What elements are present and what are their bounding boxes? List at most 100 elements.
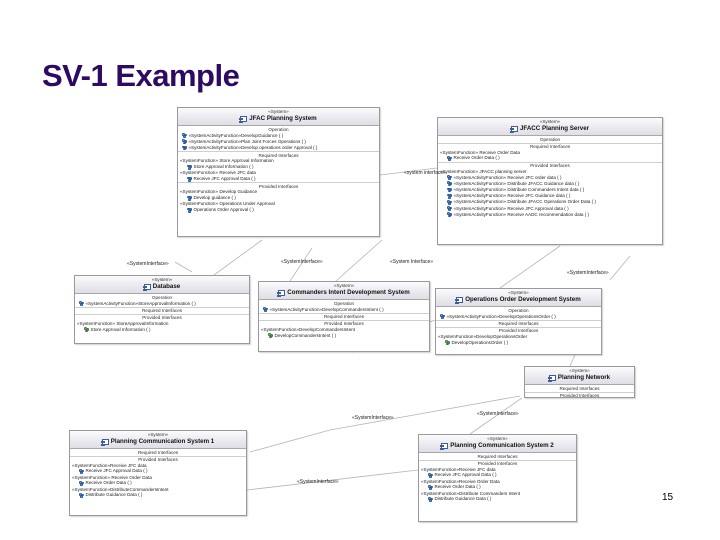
operation-label: «SystemActivityFunction»DevelopCommander… <box>269 306 384 312</box>
interface-line: «SystemFunction» Receive Order Data <box>440 149 520 155</box>
operation-label: «SystemActivityFunction» Distribute Comm… <box>453 186 585 192</box>
operation-icon <box>447 175 452 181</box>
uml-header-planning-communication-system-2: «System»Planning Communication System 2 <box>419 435 576 453</box>
operation-line: «SystemActivityFunction»Develop operatio… <box>178 145 379 151</box>
operation-line: DevelopOperationsOrder ( ) <box>436 340 601 346</box>
connector-line <box>609 255 631 281</box>
connector-stereotype-label: «SystemInterface» <box>477 411 519 417</box>
interface-line: «SystemFunction»DevelopCommandersIntent <box>261 326 355 332</box>
operation-icon <box>84 327 89 333</box>
interface-line: «SystemFunction»Distribute Commanders In… <box>421 490 521 496</box>
uml-name-row: Commanders Intent Development System <box>261 289 427 297</box>
section-label: Provided Interfaces <box>259 319 429 327</box>
operation-line: «SystemActivityFunction» Receive AADC re… <box>438 212 662 218</box>
uml-header-jfac-planning-system: «System»JFAC Planning System <box>178 108 379 126</box>
section-label: Required Interfaces <box>75 306 249 314</box>
operation-line: Store Approval Information ( ) <box>178 164 379 170</box>
uml-component-planning-communication-system-1[interactable]: «System»Planning Communication System 1 R… <box>69 430 247 516</box>
uml-component-name: Database <box>152 283 181 290</box>
uml-component-planning-communication-system-2[interactable]: «System»Planning Communication System 2 R… <box>418 434 577 522</box>
operation-line: Distribute Guidance Data ( ) <box>70 492 246 498</box>
operation-line: «SystemActivityFunction» Receive JFC Gui… <box>438 193 662 199</box>
uml-component-name: Planning Communication System 1 <box>110 438 215 445</box>
uml-header-jfacc-planning-server: «System»JFACC Planning Server <box>438 118 662 136</box>
uml-name-row: Planning Communication System 2 <box>421 442 574 450</box>
uml-header-operations-order-development-system: «System»Operations Order Development Sys… <box>436 289 601 307</box>
interface-line: «SystemFunction» StoreApprovalInformatio… <box>77 320 169 326</box>
uml-header-database: «System»Database <box>75 276 249 294</box>
operation-label: Receive Order Data ( ) <box>453 155 500 161</box>
uml-component-name: Planning Communication System 2 <box>450 442 554 449</box>
operation-line: «SystemActivityFunction» Distribute JFAC… <box>438 199 662 205</box>
uml-component-name: Commanders Intent Development System <box>287 289 410 296</box>
uml-name-row: JFAC Planning System <box>180 115 377 123</box>
operation-line: «SystemActivityFunction»Plan Joint Force… <box>178 139 379 145</box>
operation-line: Receive Order Data ( ) <box>70 480 246 486</box>
operation-line: Develop guidance ( ) <box>178 195 379 201</box>
operation-line: «SystemActivityFunction» Receive JFC App… <box>438 206 662 212</box>
operation-label: «SystemActivityFunction» Receive JFC ord… <box>453 174 562 180</box>
operation-line: Receive JFC Approval Data ( ) <box>419 472 576 478</box>
interface-line: «SystemFunction»Receive Order Data <box>421 478 500 484</box>
uml-body-operations-order-development-system: Operation«SystemActivityFunction»Develop… <box>436 307 601 348</box>
connector-stereotype-label: «SystemInterface» <box>352 415 394 421</box>
operation-label: Distribute Guidance Data ( ) <box>85 492 143 498</box>
component-icon <box>239 116 248 123</box>
uml-component-operations-order-development-system[interactable]: «System»Operations Order Development Sys… <box>435 288 602 355</box>
operation-icon <box>428 485 433 490</box>
operation-label: «SystemActivityFunction» Receive JFC Gui… <box>453 193 571 199</box>
section-label: Operation <box>333 301 355 306</box>
operation-icon <box>428 497 433 502</box>
operation-line: Store Approval Information ( ) <box>75 327 249 333</box>
operation-icon <box>79 493 84 498</box>
operation-label: Receive JFC Approval Data ( ) <box>85 468 148 474</box>
operation-label: Store Approval Information ( ) <box>193 164 254 170</box>
operation-line: «SystemActivityFunction» Receive JFC ord… <box>438 175 662 181</box>
operation-icon <box>447 156 452 161</box>
operation-line: Receive JFC Approval Data ( ) <box>178 176 379 182</box>
interface-line: «SystemFunction»Receive JFC data <box>72 462 147 468</box>
operation-label: Distribute Guidance Data ( ) <box>434 496 492 502</box>
operation-label: «SystemActivityFunction»DevelopGuidance … <box>188 132 284 138</box>
operation-line: DevelopCommandersIntent ( ) <box>259 333 429 339</box>
uml-component-name: JFAC Planning System <box>249 115 317 122</box>
section-label: Operation <box>539 137 561 142</box>
uml-body-jfac-planning-system: Operation«SystemActivityFunction»Develop… <box>178 126 379 216</box>
uml-component-commanders-intent-development-system[interactable]: «System»Commanders Intent Development Sy… <box>258 281 430 352</box>
operation-icon <box>187 176 192 182</box>
uml-body-commanders-intent-development-system: Operation«SystemActivityFunction»Develop… <box>259 300 429 341</box>
operation-line: «SystemActivityFunction»DevelopOperation… <box>436 314 601 320</box>
operation-icon <box>440 314 445 320</box>
operation-label: Store Approval Information ( ) <box>90 326 151 332</box>
operation-icon <box>187 164 192 170</box>
connector-line <box>335 239 383 282</box>
section-label: Provided Interfaces <box>75 313 249 321</box>
section-label: Operation <box>151 295 173 300</box>
operation-label: DevelopOperationsOrder ( ) <box>451 339 509 345</box>
component-icon <box>277 290 286 297</box>
interface-line: «SystemFunction» Receive JFC data <box>180 170 256 176</box>
operation-icon <box>268 333 273 339</box>
connector-stereotype-label: «SystemInterface» <box>281 259 323 265</box>
operation-icon <box>79 481 84 486</box>
operation-line: Distribute Guidance Data ( ) <box>419 496 576 502</box>
uml-stereotype: «System» <box>487 436 508 441</box>
operation-label: Receive Order Data ( ) <box>434 484 481 490</box>
connector-line <box>213 239 263 276</box>
operation-label: Operations Order Approval ( ) <box>193 207 254 213</box>
uml-header-commanders-intent-development-system: «System»Commanders Intent Development Sy… <box>259 282 429 300</box>
page-number: 15 <box>662 492 674 503</box>
uml-stereotype: «System» <box>508 290 529 295</box>
operation-icon <box>447 199 452 205</box>
uml-stereotype: «System» <box>147 432 169 437</box>
section-label: Provided Interfaces <box>178 182 379 189</box>
uml-header-planning-network: «System»Planning Network <box>525 367 634 385</box>
operation-icon <box>187 207 192 213</box>
connector-stereotype-label: «SystemInterface» <box>127 261 169 267</box>
component-icon <box>142 284 151 291</box>
